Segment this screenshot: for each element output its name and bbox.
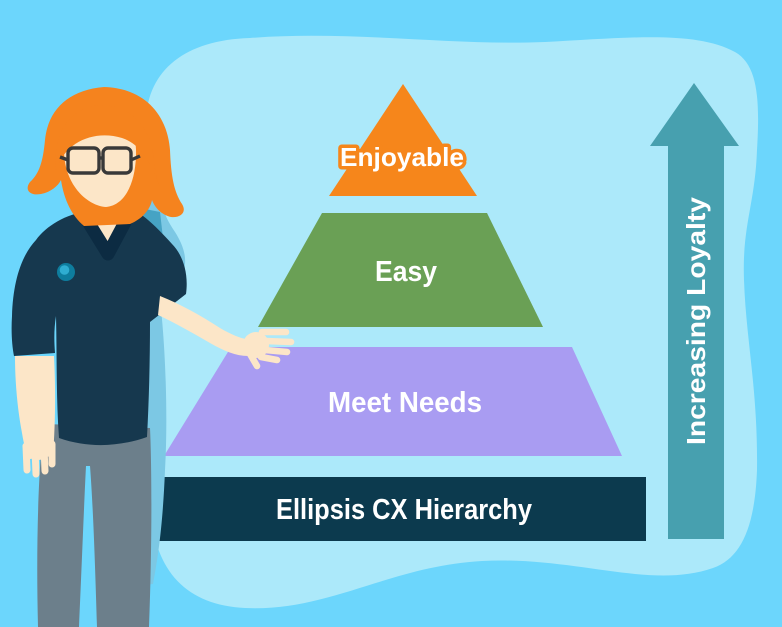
glasses-temples <box>59 154 141 162</box>
person-right-arm <box>158 296 248 356</box>
person-pants <box>37 424 152 627</box>
pyramid-level-meet-needs <box>164 347 622 456</box>
person-hair-bangs <box>55 105 162 192</box>
glasses-right-lens <box>101 146 133 175</box>
person-right-fingers <box>246 328 295 370</box>
pyramid-level-easy <box>258 213 543 327</box>
person-shirt <box>11 208 187 446</box>
glasses-icon <box>59 146 141 175</box>
pyramid-level-label-meet-needs: Meet Needs <box>328 387 482 419</box>
person-left-fingers <box>22 440 56 478</box>
arrow-up-icon <box>650 83 739 539</box>
pyramid-level-enjoyable <box>329 84 477 196</box>
presenter-person <box>11 87 295 627</box>
pyramid-title-label: Ellipsis CX Hierarchy <box>276 494 532 526</box>
loyalty-arrow: Increasing Loyalty <box>650 83 739 539</box>
pyramid-level-label-enjoyable: Enjoyable <box>340 142 464 172</box>
pyramid-title-banner <box>159 477 646 541</box>
glasses-left-lens <box>66 146 101 175</box>
cx-pyramid: Enjoyable Easy Meet Needs Ellipsis CX Hi… <box>159 84 646 541</box>
badge-pin-inner <box>59 265 70 275</box>
pyramid-level-label-easy: Easy <box>375 256 437 288</box>
loyalty-arrow-label: Increasing Loyalty <box>681 196 711 445</box>
person-left-arm <box>15 356 56 459</box>
